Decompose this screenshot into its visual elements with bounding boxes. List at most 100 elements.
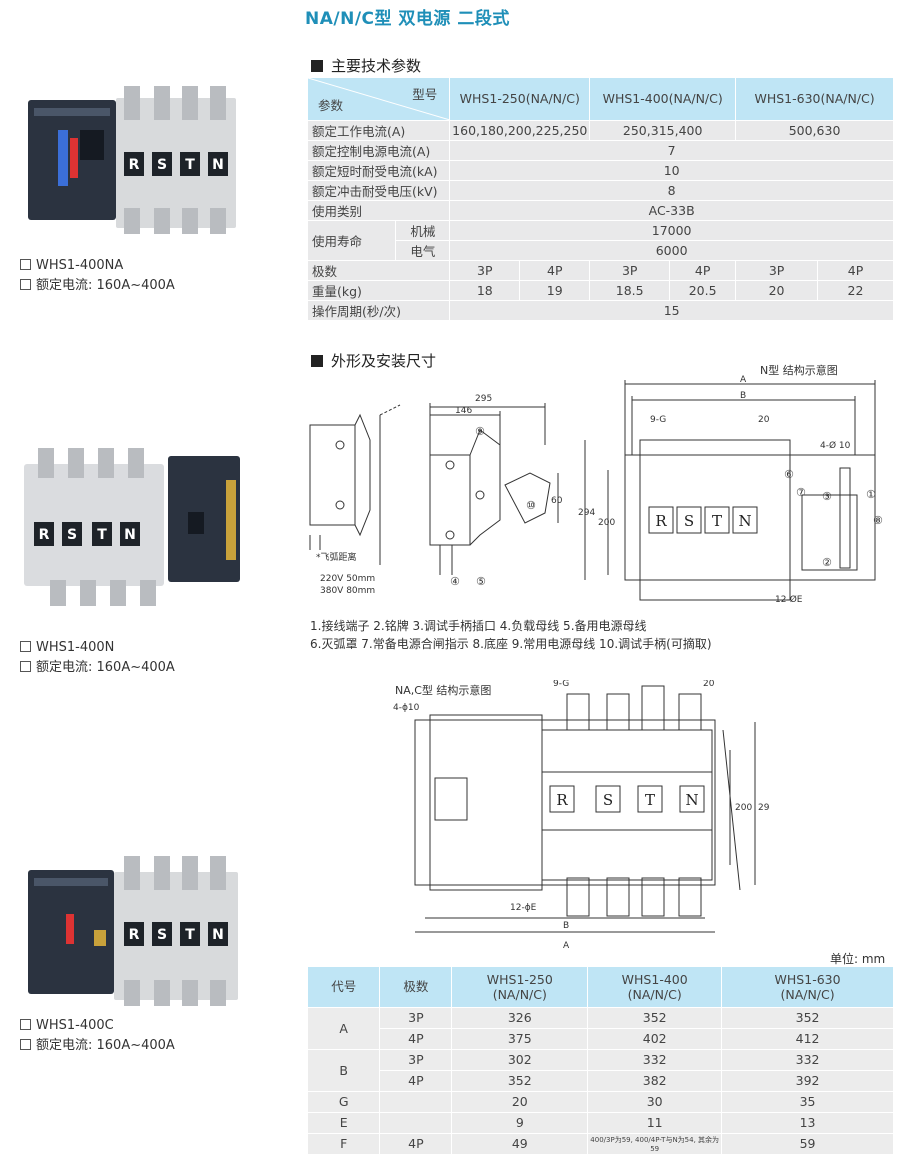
cell: 22 [817,280,894,301]
t-label: T [185,927,195,943]
cell: 382 [587,1070,723,1092]
cell: 326 [451,1007,589,1029]
dimension-table: 代号 极数 WHS1-250(NA/N/C) WHS1-400(NA/N/C) … [308,967,894,1155]
cell: 352 [587,1007,723,1029]
code-cell: G [308,1091,381,1113]
cell: 4P [669,260,737,281]
model-header: WHS1-400(NA/N/C) [589,78,737,121]
checkbox-icon [20,1019,31,1030]
cell: 332 [721,1049,894,1071]
table-row: G 20 30 35 [308,1091,894,1113]
dim-9g: 9-G [650,415,666,425]
spec-row: 额定控制电源电流(A)7 [308,140,894,161]
callout-7: ⑦ [796,486,806,499]
cell: 11 [587,1112,723,1134]
dim-200: 200 [598,518,615,528]
r-label: R [129,927,140,943]
s-label: S [603,791,613,809]
col-header: WHS1-400(NA/N/C) [587,967,723,1008]
code-cell: A [308,1007,381,1050]
product-image-na: R S T N [28,86,236,234]
cell: 412 [721,1028,894,1050]
note-cell: 400/3P为59, 400/4P-T与N为54, 其余为59 [587,1133,723,1155]
dim-F: F [671,680,676,681]
row-label: 额定短时耐受电流(kA) [308,160,451,181]
dim-A: A [740,375,747,385]
row-label: 使用类别 [308,200,451,221]
row-label: 操作周期(秒/次) [308,300,451,321]
r-label: R [39,527,50,543]
product-caption-n: WHS1-400N 额定电流: 160A~400A [20,638,175,678]
r-label: R [655,512,667,530]
row-label: 使用寿命 [308,220,397,261]
n-label: N [212,157,224,173]
col-header: WHS1-630(NA/N/C) [721,967,894,1008]
cell: 20 [735,280,819,301]
col-header: 代号 [308,967,381,1008]
arc-title: *飞弧距离 [316,551,357,563]
dims-section-title: 外形及安装尺寸 [311,350,436,371]
dim-200: 200 [735,803,752,813]
pole-cell: 4P [379,1028,453,1050]
model-header: WHS1-630(NA/N/C) [735,78,894,121]
col-header: WHS1-250(NA/N/C) [451,967,589,1008]
drawing-legend: 1.接线端子 2.铭牌 3.调试手柄插口 4.负载母线 5.备用电源母线 6.灭… [310,617,712,653]
holes-label: 4-Ø 10 [820,440,851,451]
product-current: 额定电流: 160A~400A [36,278,175,293]
cell: 250,315,400 [589,120,737,141]
s-label: S [67,527,77,543]
row-label: 额定冲击耐受电压(kV) [308,180,451,201]
s-label: S [684,512,694,530]
table-row: A 3P 326 352 352 [308,1007,894,1050]
sub-label: 电气 [395,240,451,261]
table-row: 4P 352 382 392 [308,1070,894,1092]
product-current: 额定电流: 160A~400A [36,1038,175,1053]
table-row: B 3P 302 332 332 [308,1049,894,1092]
callout-5: ⑤ [476,575,486,588]
side-view-drawing: 295 146 60 ⑨ ⑩ ④ ⑤ *飞弧距离 220V 50mm 380V … [309,394,563,596]
arc-220: 220V 50mm [320,574,375,584]
cell: 20 [451,1091,589,1113]
dim-294: 294 [578,508,595,518]
holes-label: 4-ϕ10 [393,703,420,713]
cell: 9 [451,1112,589,1134]
cell: 20.5 [669,280,737,301]
checkbox-icon [20,641,31,652]
callout-3: ③ [822,490,832,503]
nac-type-drawing: R S T N NA,C型 结构示意图 4-ϕ10 9-G F 20 200 2… [393,680,770,951]
cell: 7 [449,140,894,161]
spec-row: 额定工作电流(A) 160,180,200,225,250 250,315,40… [308,120,894,141]
pole-cell: 3P [379,1049,453,1071]
n-type-drawing: R S T N N型 结构示意图 A B 9-G 20 4-Ø 10 294 2… [578,363,883,605]
code-cell: B [308,1049,381,1092]
dim-20: 20 [703,680,715,689]
s-label: S [157,157,167,173]
t-label: T [645,791,655,809]
dim-9g: 9-G [553,680,569,689]
cell: 10 [449,160,894,181]
spec-row: 电气 6000 [308,240,894,261]
code-cell: E [308,1112,381,1134]
dim-12e: 12-ØE [775,594,803,605]
pole-cell: 4P [379,1133,453,1155]
row-label: 额定控制电源电流(A) [308,140,451,161]
s-label: S [157,927,167,943]
cell: 4P [519,260,591,281]
cell: 35 [721,1091,894,1113]
cell: 18 [449,280,521,301]
dim-295: 295 [475,394,492,404]
legend-line: 6.灭弧罩 7.常备电源合闸指示 8.底座 9.常用电源母线 10.调试手柄(可… [310,637,712,651]
r-label: R [129,157,140,173]
table-row: F 4P 49 400/3P为59, 400/4P-T与N为54, 其余为59 … [308,1133,894,1155]
row-label: 重量(kg) [308,280,451,301]
col-header: 极数 [379,967,453,1008]
dim-B: B [740,391,746,401]
callout-9: ⑨ [475,425,485,438]
callout-8: ⑧ [873,514,883,527]
dim-20: 20 [758,415,770,425]
code-cell: F [308,1133,381,1155]
dim-146: 146 [455,406,472,416]
